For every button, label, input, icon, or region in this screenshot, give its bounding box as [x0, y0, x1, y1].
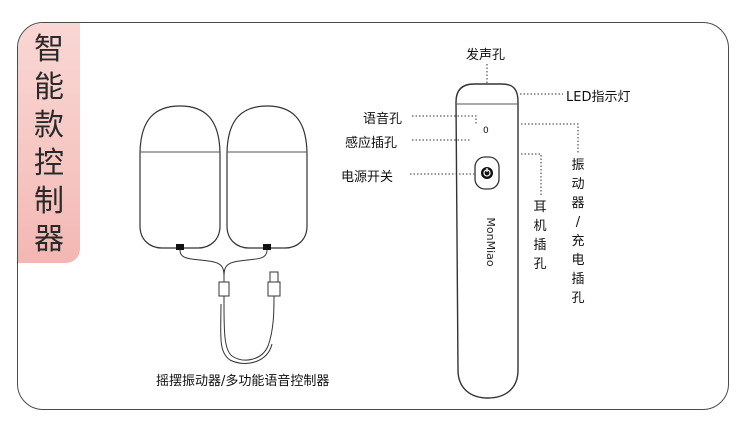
sensor-jack-label: 感应插孔 [345, 136, 398, 151]
side-title-char: 款 [34, 108, 64, 143]
earphone-jack-char: 孔 [533, 257, 547, 272]
earphone-jack-char: 机 [533, 219, 547, 234]
vibrator-charge-jack-char: 孔 [571, 291, 585, 306]
power-button [474, 156, 500, 190]
earphone-jack-label: 耳 机 插 孔 [532, 198, 548, 274]
side-title-char: 控 [34, 146, 64, 181]
vibrator-charge-jack-char: 振 [571, 158, 585, 173]
sound-hole-label: 发声孔 [466, 48, 506, 63]
vibrator-charge-jack-label: 振 动 器 / 充 电 插 孔 [570, 156, 586, 308]
controller-body [455, 83, 519, 399]
leader-lines [410, 64, 579, 196]
power-switch-label: 电源开关 [341, 170, 394, 185]
vibrator-charge-jack-char: 器 [571, 196, 585, 211]
vibrator-pad-right [226, 105, 308, 249]
vibrator-charge-jack-char: 插 [571, 272, 585, 287]
product-caption: 摇摆振动器/多功能语音控制器 [156, 374, 330, 389]
usb-plug [267, 281, 281, 297]
vibrator-charge-jack-char: 充 [571, 234, 585, 249]
vibrator-charge-jack-char: / [575, 215, 581, 230]
voice-hole-mark: 0 [483, 126, 489, 136]
side-title-tag: 智 能 款 控 制 器 [18, 23, 80, 263]
product-diagram-frame: 智 能 款 控 制 器 [17, 22, 729, 410]
side-title-char: 智 [34, 32, 64, 67]
brand-text: MonMiao [484, 217, 497, 267]
pad-connector-left [176, 244, 184, 250]
vibrator-charge-jack-char: 动 [571, 177, 585, 192]
side-title-char: 器 [34, 222, 64, 257]
earphone-jack-char: 插 [533, 238, 547, 253]
vibrator-charge-jack-char: 电 [571, 253, 585, 268]
pad-connector-right [263, 244, 271, 250]
usb-plug-tip [269, 271, 279, 283]
cable-splitter [218, 281, 230, 297]
vibrator-cable [179, 249, 275, 364]
side-title-char: 制 [34, 184, 64, 219]
side-title-char: 能 [34, 70, 64, 105]
led-indicator-label: LED指示灯 [566, 90, 631, 105]
side-title: 智 能 款 控 制 器 [26, 31, 72, 259]
voice-hole-label: 语音孔 [363, 112, 403, 127]
earphone-jack-char: 耳 [533, 200, 547, 215]
vibrator-pad-left [139, 105, 221, 249]
